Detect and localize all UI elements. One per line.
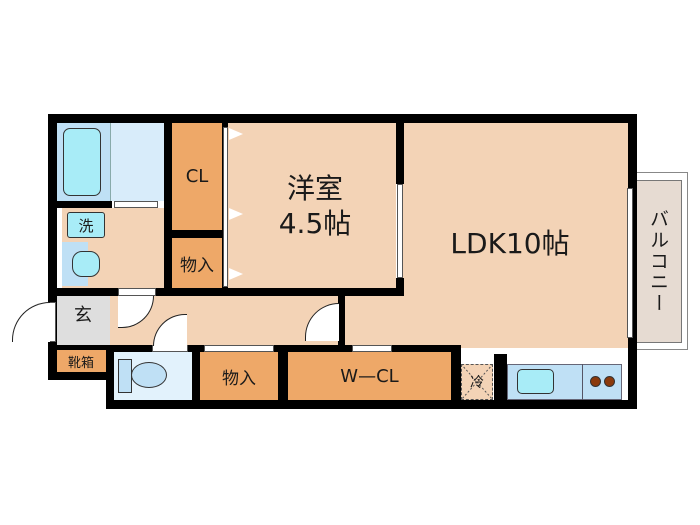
wall <box>164 114 172 296</box>
storage-upper-label: 物入 <box>180 255 214 276</box>
fridge-label: 冷 <box>470 375 484 391</box>
storage-lower <box>200 352 278 400</box>
bath-door[interactable] <box>114 201 158 208</box>
wall <box>396 114 404 184</box>
storage-upper <box>172 238 222 288</box>
ldk-window[interactable] <box>627 188 633 338</box>
wash-door-frame[interactable] <box>118 288 156 296</box>
ldk-lower-floor <box>340 295 460 350</box>
western-room-name: 洋室 <box>286 172 343 205</box>
wall <box>48 372 112 380</box>
stove-burner-icon <box>590 376 601 387</box>
wall <box>338 296 345 350</box>
toilet-bowl-icon <box>131 362 167 388</box>
wall <box>451 345 461 405</box>
bathtub-icon <box>63 128 101 196</box>
shoe-box <box>56 350 106 372</box>
wall <box>57 201 112 208</box>
walk-in-closet <box>288 352 451 400</box>
wcl-door[interactable] <box>352 345 392 352</box>
closet <box>172 123 222 230</box>
wall <box>48 114 57 379</box>
washer-box <box>67 212 105 238</box>
entrance-door[interactable] <box>12 302 50 342</box>
wall <box>48 288 404 296</box>
sliding-marker-icon <box>229 268 243 280</box>
stove-burner-icon <box>604 376 615 387</box>
western-room-size: 4.5帖 <box>278 207 352 240</box>
sliding-marker-icon <box>229 128 243 140</box>
wall <box>172 230 222 238</box>
fridge-cross-icon <box>461 364 493 400</box>
washbasin-icon <box>72 251 100 277</box>
sliding-marker-icon <box>229 208 243 220</box>
wall <box>48 345 114 350</box>
toilet-door-frame[interactable] <box>152 345 188 352</box>
walk-in-closet-label: W—CL <box>340 365 399 387</box>
wall <box>396 278 404 296</box>
counter-divider <box>582 364 583 400</box>
entrance <box>56 295 110 345</box>
wall <box>106 400 637 409</box>
washer-label: 洗 <box>78 216 94 235</box>
ldk-label: LDK10帖 <box>450 227 570 260</box>
sink-icon <box>517 369 554 394</box>
wall <box>48 114 636 123</box>
wall <box>278 345 288 405</box>
western-room <box>228 123 396 288</box>
wall <box>494 354 507 404</box>
western-room-window[interactable] <box>397 184 403 278</box>
entrance-label: 玄 <box>74 305 92 326</box>
balcony <box>635 180 682 343</box>
toilet-tank-icon <box>118 359 132 393</box>
storage-lower-door[interactable] <box>204 345 274 352</box>
storage-lower-label: 物入 <box>222 368 256 389</box>
wall <box>106 345 114 409</box>
wall <box>192 345 200 405</box>
shoe-box-label: 靴箱 <box>67 355 94 371</box>
closet-label: CL <box>185 166 209 187</box>
cl-sliding-door[interactable] <box>223 127 228 287</box>
balcony-label: バルコニー <box>647 209 669 314</box>
